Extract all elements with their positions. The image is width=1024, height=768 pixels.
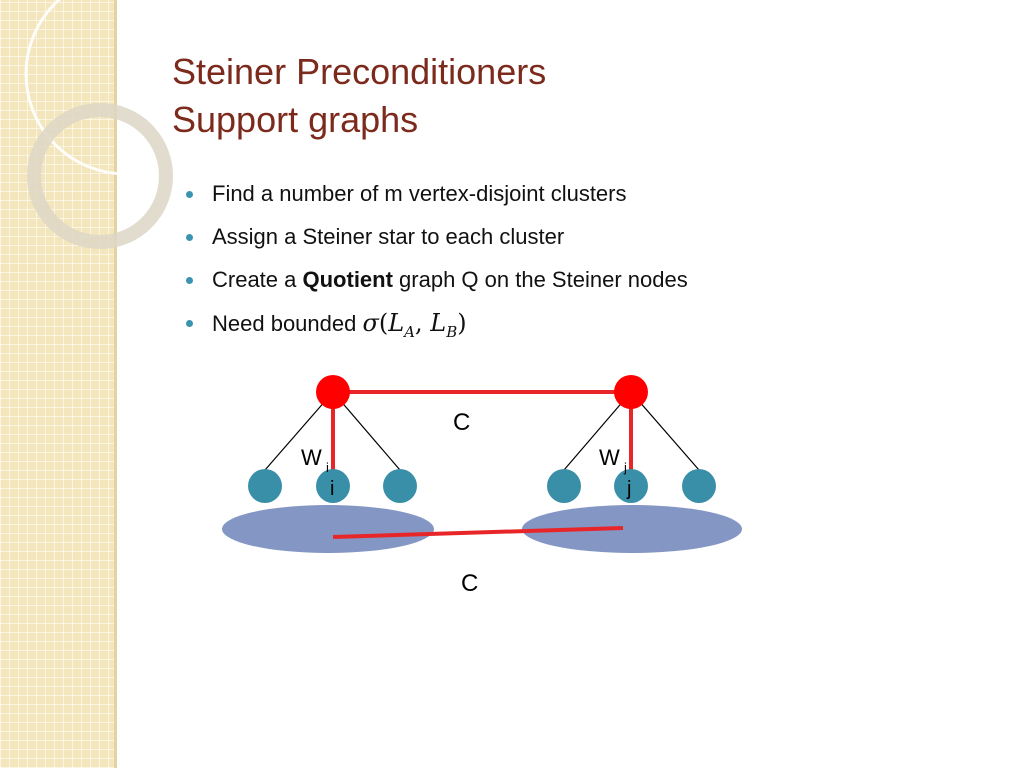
bullet-dot-icon — [186, 277, 193, 284]
vertex-node-i — [316, 469, 350, 503]
bullet-dot-icon — [186, 234, 193, 241]
cross-cluster-edge — [332, 526, 624, 539]
cluster-ellipse-left — [222, 505, 434, 553]
sidebar-edge — [114, 0, 117, 768]
right-weight-label: W — [599, 445, 620, 470]
close-paren: ) — [457, 309, 467, 337]
left-weight-subscript: i — [326, 460, 329, 475]
decorative-ring-large — [24, 0, 228, 176]
bullet-text: Assign a Steiner star to each cluster — [212, 224, 565, 249]
bullet-text: Find a number of m vertex-disjoint clust… — [212, 181, 627, 206]
steiner-node-left — [316, 375, 350, 409]
decorative-rings — [24, 0, 228, 249]
bullet-bold-text: Quotient — [302, 267, 393, 292]
bottom-edge-label: C — [461, 570, 478, 597]
left-weight-label: W — [301, 445, 322, 470]
bullet-dot-icon — [186, 320, 193, 327]
sigma-formula: σ(LA, LB) — [362, 309, 467, 341]
bullet-list: Find a number of m vertex-disjoint clust… — [186, 176, 688, 348]
decorative-ring-small — [27, 103, 173, 249]
bullet-item: Create a Quotient graph Q on the Steiner… — [186, 262, 688, 305]
star-edge — [264, 391, 334, 471]
bullet-dot-icon — [186, 191, 193, 198]
title-line-1: Steiner Preconditioners — [172, 51, 547, 92]
right-weight-subscript: j — [623, 460, 627, 475]
bullet-item: Find a number of m vertex-disjoint clust… — [186, 176, 688, 219]
bullet-item: Need bounded σ(LA, LB) — [186, 305, 688, 348]
vertex-node — [547, 469, 581, 503]
steiner-node-right — [614, 375, 648, 409]
bullet-item: Assign a Steiner star to each cluster — [186, 219, 688, 262]
laplacian-a-subscript: A — [404, 322, 416, 341]
vertex-node — [248, 469, 282, 503]
sigma-symbol: σ — [362, 309, 379, 337]
bullet-text: Create a — [212, 267, 303, 292]
slide-title: Steiner Preconditioners Support graphs — [172, 48, 546, 144]
laplacian-b: L — [430, 309, 447, 337]
node-label-i: i — [330, 478, 334, 500]
title-line-2: Support graphs — [172, 99, 419, 140]
vertex-node-j — [614, 469, 648, 503]
laplacian-a: L — [388, 309, 405, 337]
node-label-j: j — [626, 478, 631, 500]
comma: , — [415, 309, 431, 337]
open-paren: ( — [378, 309, 389, 337]
bullet-text: Need bounded — [212, 311, 363, 336]
star-edge — [563, 391, 632, 471]
bullet-text-tail: graph Q on the Steiner nodes — [392, 267, 688, 292]
star-edge — [630, 391, 700, 471]
cluster-ellipse-right — [522, 505, 742, 553]
vertex-node — [682, 469, 716, 503]
top-edge-label: C — [453, 409, 470, 436]
laplacian-b-subscript: B — [446, 322, 458, 341]
star-edge — [332, 391, 401, 471]
vertex-node — [383, 469, 417, 503]
